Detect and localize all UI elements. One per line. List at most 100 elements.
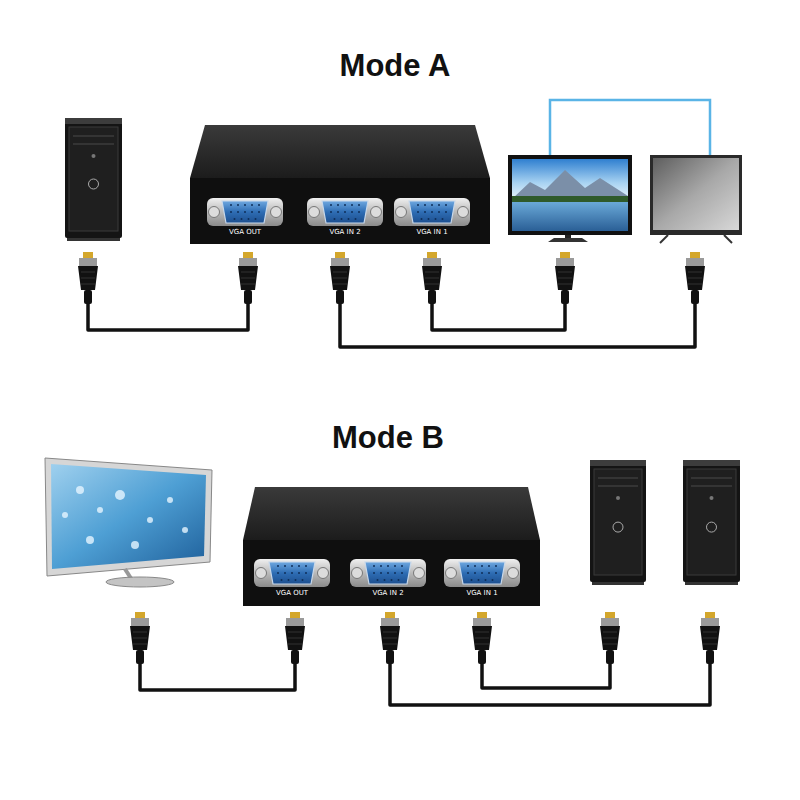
monitor-base bbox=[106, 577, 174, 587]
port-pin bbox=[337, 211, 339, 213]
plug-rib bbox=[558, 284, 572, 285]
plug-rib bbox=[333, 272, 347, 273]
strain-relief bbox=[84, 290, 92, 304]
monitor-link-wire bbox=[550, 100, 710, 155]
tower-body bbox=[683, 460, 740, 582]
plug-body bbox=[472, 626, 492, 650]
port-pin bbox=[394, 565, 396, 567]
port-shell bbox=[269, 562, 315, 584]
strain-relief bbox=[136, 650, 144, 664]
port-pin bbox=[481, 572, 483, 574]
plug-rib bbox=[688, 284, 702, 285]
plug-tip bbox=[135, 612, 145, 618]
port-pin bbox=[467, 565, 469, 567]
vga-plug bbox=[238, 252, 258, 304]
port-pin bbox=[373, 572, 375, 574]
port-pin bbox=[442, 218, 444, 220]
vga-cable bbox=[140, 662, 295, 690]
port-pin bbox=[398, 579, 400, 581]
strain-relief bbox=[428, 290, 436, 304]
drive-bay bbox=[598, 486, 638, 487]
port-screw bbox=[318, 568, 329, 579]
port-pin bbox=[488, 565, 490, 567]
plug-body bbox=[238, 266, 258, 290]
port-pin bbox=[474, 565, 476, 567]
port-screw bbox=[414, 568, 425, 579]
plug-shell bbox=[556, 258, 574, 266]
port-shell bbox=[459, 562, 505, 584]
port-pin bbox=[358, 211, 360, 213]
port-pin bbox=[428, 218, 430, 220]
port-pin bbox=[334, 218, 336, 220]
vga-plug bbox=[330, 252, 350, 304]
port-pin bbox=[230, 211, 232, 213]
tower-body bbox=[590, 460, 646, 582]
plug-rib bbox=[603, 644, 617, 645]
port-pin bbox=[481, 565, 483, 567]
computer-tower bbox=[65, 118, 122, 241]
port-pin bbox=[445, 204, 447, 206]
water-drop bbox=[182, 527, 188, 533]
plug-shell bbox=[686, 258, 704, 266]
port-pin bbox=[438, 204, 440, 206]
vga-cable bbox=[390, 662, 710, 705]
plug-rib bbox=[133, 644, 147, 645]
plug-shell bbox=[473, 618, 491, 626]
water-drop bbox=[115, 490, 125, 500]
strain-relief bbox=[478, 650, 486, 664]
plug-body bbox=[130, 626, 150, 650]
plug-tip bbox=[705, 612, 715, 618]
port-screw bbox=[508, 568, 519, 579]
port-pin bbox=[431, 211, 433, 213]
port-label: VGA IN 1 bbox=[416, 228, 447, 237]
switch-box: VGA OUTVGA IN 2VGA IN 1 bbox=[190, 178, 490, 244]
plug-shell bbox=[131, 618, 149, 626]
port-pin bbox=[298, 565, 300, 567]
screen-mountains bbox=[512, 170, 628, 199]
port-pin bbox=[284, 572, 286, 574]
vga-plug bbox=[422, 252, 442, 304]
brand-logo bbox=[89, 179, 99, 189]
port-flange bbox=[350, 559, 426, 587]
tower-foot bbox=[685, 582, 738, 585]
port-pin bbox=[373, 565, 375, 567]
plug-shell bbox=[286, 618, 304, 626]
port-pin bbox=[435, 218, 437, 220]
port-flange bbox=[307, 198, 383, 226]
plug-shell bbox=[601, 618, 619, 626]
port-pin bbox=[387, 572, 389, 574]
plug-tip bbox=[385, 612, 395, 618]
plug-rib bbox=[475, 632, 489, 633]
plug-body bbox=[285, 626, 305, 650]
port-pin bbox=[248, 218, 250, 220]
port-flange bbox=[394, 198, 470, 226]
power-button bbox=[710, 496, 714, 500]
water-drop bbox=[147, 517, 153, 523]
port-pin bbox=[341, 218, 343, 220]
plug-body bbox=[555, 266, 575, 290]
plug-shell bbox=[423, 258, 441, 266]
port-pin bbox=[298, 572, 300, 574]
switch-top bbox=[243, 487, 540, 540]
plug-rib bbox=[81, 272, 95, 273]
plug-tip bbox=[605, 612, 615, 618]
port-pin bbox=[251, 204, 253, 206]
plug-rib bbox=[703, 632, 717, 633]
port-pin bbox=[380, 565, 382, 567]
plug-rib bbox=[288, 632, 302, 633]
port-pin bbox=[417, 204, 419, 206]
port-screw bbox=[446, 568, 457, 579]
port-pin bbox=[495, 572, 497, 574]
vga-cable bbox=[88, 302, 248, 330]
port-pin bbox=[230, 204, 232, 206]
vga-plug bbox=[600, 612, 620, 664]
port-screw bbox=[458, 207, 469, 218]
plug-rib bbox=[425, 278, 439, 279]
plug-rib bbox=[688, 272, 702, 273]
port-pin bbox=[394, 572, 396, 574]
port-screw bbox=[396, 207, 407, 218]
plug-rib bbox=[603, 632, 617, 633]
monitor bbox=[508, 155, 632, 242]
